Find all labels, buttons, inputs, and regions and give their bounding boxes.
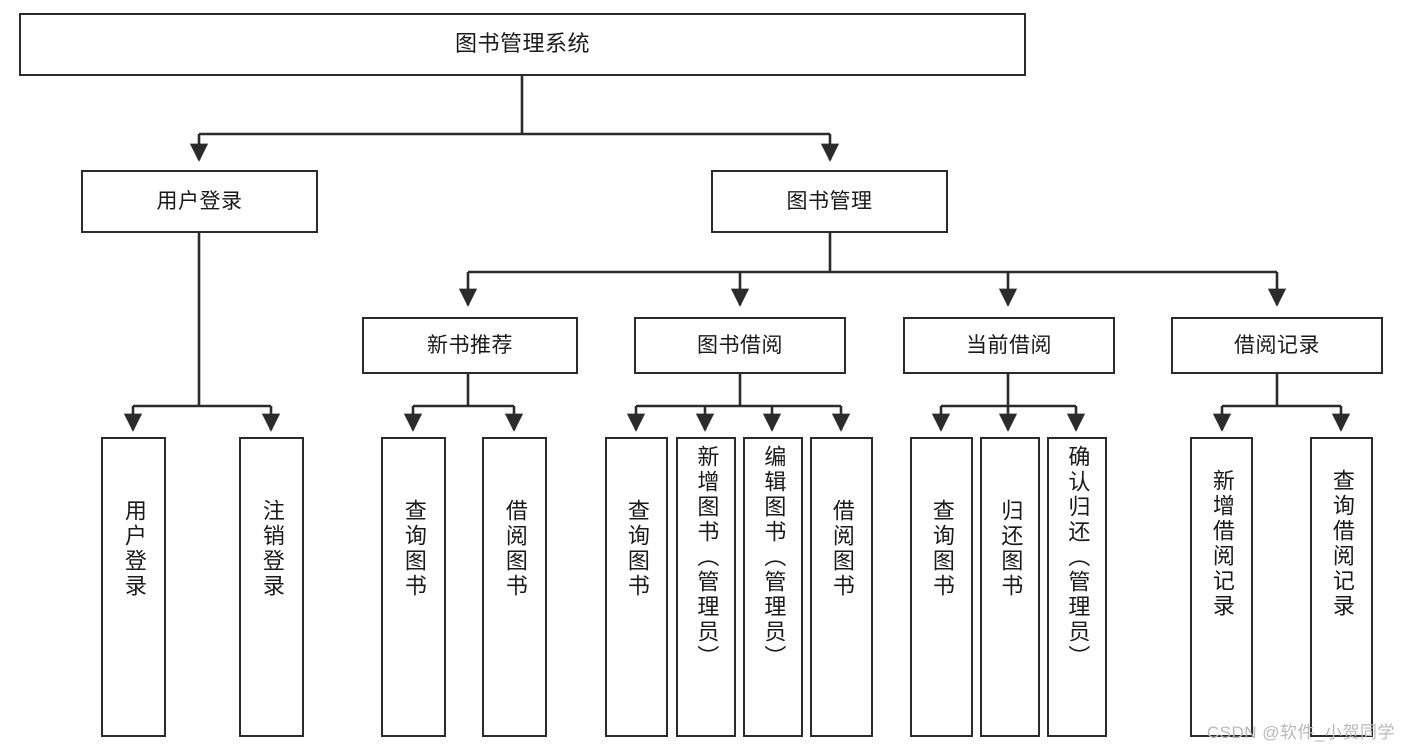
- node-label: 查询图书: [624, 499, 650, 599]
- leaf-edit-book-admin[interactable]: 编辑图书（管理员）: [743, 437, 803, 737]
- node-label: 编辑图书（管理员）: [761, 445, 787, 670]
- node-label: 当前借阅: [966, 333, 1052, 357]
- node-label: 新增借阅记录: [1209, 469, 1235, 619]
- leaf-add-book-admin[interactable]: 新增图书（管理员）: [676, 437, 736, 737]
- node-user-login[interactable]: 用户登录: [81, 170, 318, 233]
- leaf-user-login[interactable]: 用户登录: [101, 437, 166, 737]
- node-new-book-recommend[interactable]: 新书推荐: [362, 317, 578, 374]
- node-label: 确认归还（管理员）: [1065, 445, 1091, 670]
- node-label: 新增图书（管理员）: [694, 445, 720, 670]
- node-label: 查询图书: [401, 499, 427, 599]
- leaf-query-book-recommend[interactable]: 查询图书: [381, 437, 446, 737]
- leaf-query-borrow-record[interactable]: 查询借阅记录: [1310, 437, 1373, 737]
- node-label: 查询借阅记录: [1329, 469, 1355, 619]
- node-current-borrow[interactable]: 当前借阅: [903, 317, 1115, 374]
- leaf-confirm-return-admin[interactable]: 确认归还（管理员）: [1047, 437, 1107, 737]
- leaf-query-book-borrow[interactable]: 查询图书: [605, 437, 668, 737]
- node-book-management[interactable]: 图书管理: [711, 170, 948, 233]
- node-label: 注销登录: [259, 499, 285, 599]
- leaf-query-book-current[interactable]: 查询图书: [910, 437, 973, 737]
- node-label: 新书推荐: [427, 333, 513, 357]
- node-book-management-system[interactable]: 图书管理系统: [19, 13, 1026, 76]
- csdn-watermark: CSDN @软件_小贺同学: [1206, 723, 1395, 742]
- node-label: 用户登录: [121, 499, 147, 599]
- node-label: 图书管理: [786, 189, 873, 213]
- leaf-logout-login[interactable]: 注销登录: [239, 437, 304, 737]
- leaf-return-book[interactable]: 归还图书: [980, 437, 1040, 737]
- node-label: 归还图书: [998, 499, 1024, 599]
- node-label: 用户登录: [156, 189, 243, 213]
- leaf-borrow-book-borrow[interactable]: 借阅图书: [810, 437, 873, 737]
- node-label: 图书借阅: [697, 333, 783, 357]
- node-label: 借阅图书: [829, 499, 855, 599]
- node-label: 图书管理系统: [454, 31, 590, 57]
- node-borrow-record[interactable]: 借阅记录: [1171, 317, 1383, 374]
- node-book-borrow[interactable]: 图书借阅: [634, 317, 846, 374]
- node-label: 查询图书: [929, 499, 955, 599]
- leaf-add-borrow-record[interactable]: 新增借阅记录: [1190, 437, 1253, 737]
- node-label: 借阅图书: [502, 499, 528, 599]
- leaf-borrow-book-recommend[interactable]: 借阅图书: [482, 437, 547, 737]
- node-label: 借阅记录: [1234, 333, 1320, 357]
